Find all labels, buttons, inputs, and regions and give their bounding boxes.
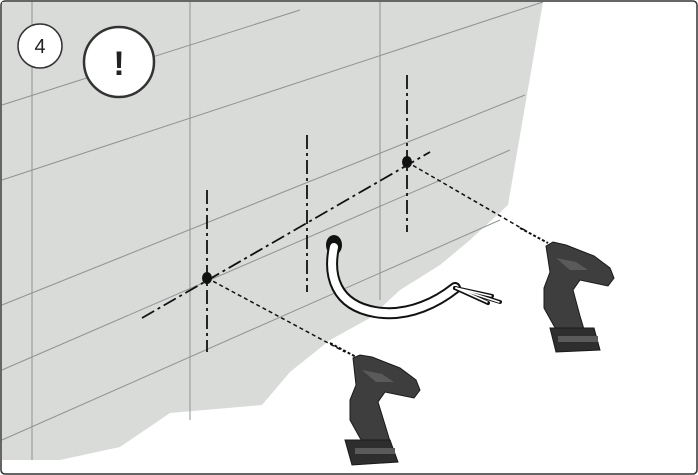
- marking-lines: [141, 75, 431, 352]
- cordless-drill-icon: [344, 354, 421, 466]
- exclamation-circle-icon: !: [82, 25, 156, 99]
- tile-grid-lines: [1, 1, 544, 460]
- warning-symbol: !: [113, 45, 124, 83]
- drill-paths: [206, 161, 529, 353]
- left-drill-path: [206, 277, 346, 353]
- step-number-badge: 4: [17, 23, 63, 69]
- power-cable: [326, 235, 502, 320]
- right-drill-path: [406, 161, 529, 233]
- horizontal-level-line: [141, 151, 431, 319]
- tiled-wall: [1, 1, 544, 460]
- cordless-drill-icon: [543, 241, 615, 353]
- step-number: 4: [34, 36, 45, 58]
- drill-bits: [329, 227, 549, 359]
